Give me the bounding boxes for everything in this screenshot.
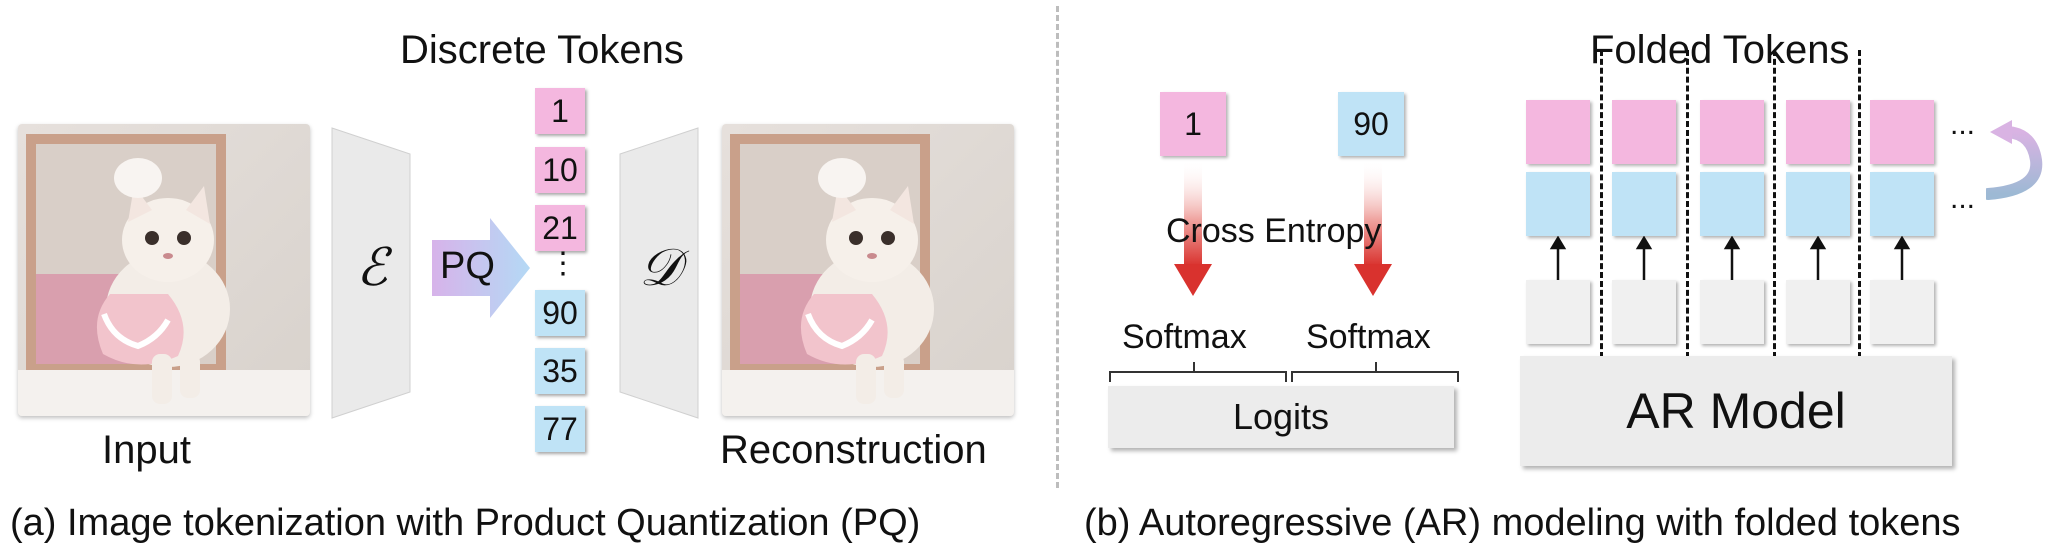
target-token-blue: 90 [1338, 92, 1404, 156]
caption-b: (b) Autoregressive (AR) modeling with fo… [1084, 502, 1961, 544]
input-slot [1870, 280, 1934, 344]
input-slot [1526, 280, 1590, 344]
softmax-right-label: Softmax [1306, 318, 1431, 356]
ellipsis-mid: ... [1950, 182, 1976, 215]
folded-token-blue [1786, 172, 1850, 236]
input-image [18, 124, 310, 416]
pq-label: PQ [440, 245, 495, 287]
folded-token-blue [1870, 172, 1934, 236]
folded-token-pink [1700, 100, 1764, 164]
upward-arrows [1549, 236, 1911, 280]
folded-token-pink [1612, 100, 1676, 164]
logits-box: Logits [1108, 386, 1454, 448]
discrete-tokens-title: Discrete Tokens [400, 28, 684, 72]
token-pink: 21 [535, 205, 585, 251]
folded-token-blue [1700, 172, 1764, 236]
ar-model-box: AR Model [1520, 356, 1952, 466]
folded-token-pink [1870, 100, 1934, 164]
token-ellipsis: ⋮ [548, 247, 578, 280]
reconstruction-image [722, 124, 1014, 416]
token-blue: 77 [535, 406, 585, 452]
ar-model-label: AR Model [1626, 383, 1846, 439]
token-blue: 90 [535, 290, 585, 336]
folded-token-blue [1612, 172, 1676, 236]
fold-curve-arrow [1986, 120, 2043, 200]
fold-separator [1686, 50, 1689, 358]
target-token-pink: 1 [1160, 92, 1226, 156]
decoder-block [619, 127, 699, 419]
token-pink: 1 [535, 88, 585, 134]
encoder-symbol: ℰ [356, 238, 388, 298]
reconstruction-label: Reconstruction [720, 428, 987, 472]
input-slot [1700, 280, 1764, 344]
input-label: Input [102, 428, 191, 472]
folded-tokens-title: Folded Tokens [1590, 28, 1850, 72]
fold-separator [1600, 50, 1603, 358]
input-slot [1612, 280, 1676, 344]
pq-arrow [432, 218, 530, 318]
decoder-symbol: 𝒟 [639, 238, 681, 298]
fold-separator [1858, 50, 1861, 358]
cross-entropy-label: Cross Entropy [1166, 212, 1382, 250]
fold-separator [1773, 50, 1776, 358]
folded-token-pink [1526, 100, 1590, 164]
folded-token-blue [1526, 172, 1590, 236]
token-blue: 35 [535, 348, 585, 394]
folded-token-pink [1786, 100, 1850, 164]
input-slot [1786, 280, 1850, 344]
ellipsis-top: ... [1950, 108, 1976, 141]
cross-entropy-arrows [1174, 160, 1392, 296]
token-pink: 10 [535, 147, 585, 193]
logits-label: Logits [1232, 396, 1330, 437]
panel-divider [1056, 6, 1059, 488]
softmax-left-label: Softmax [1122, 318, 1247, 356]
encoder-block [331, 127, 411, 419]
softmax-braces [1109, 362, 1459, 382]
caption-a: (a) Image tokenization with Product Quan… [10, 502, 921, 544]
